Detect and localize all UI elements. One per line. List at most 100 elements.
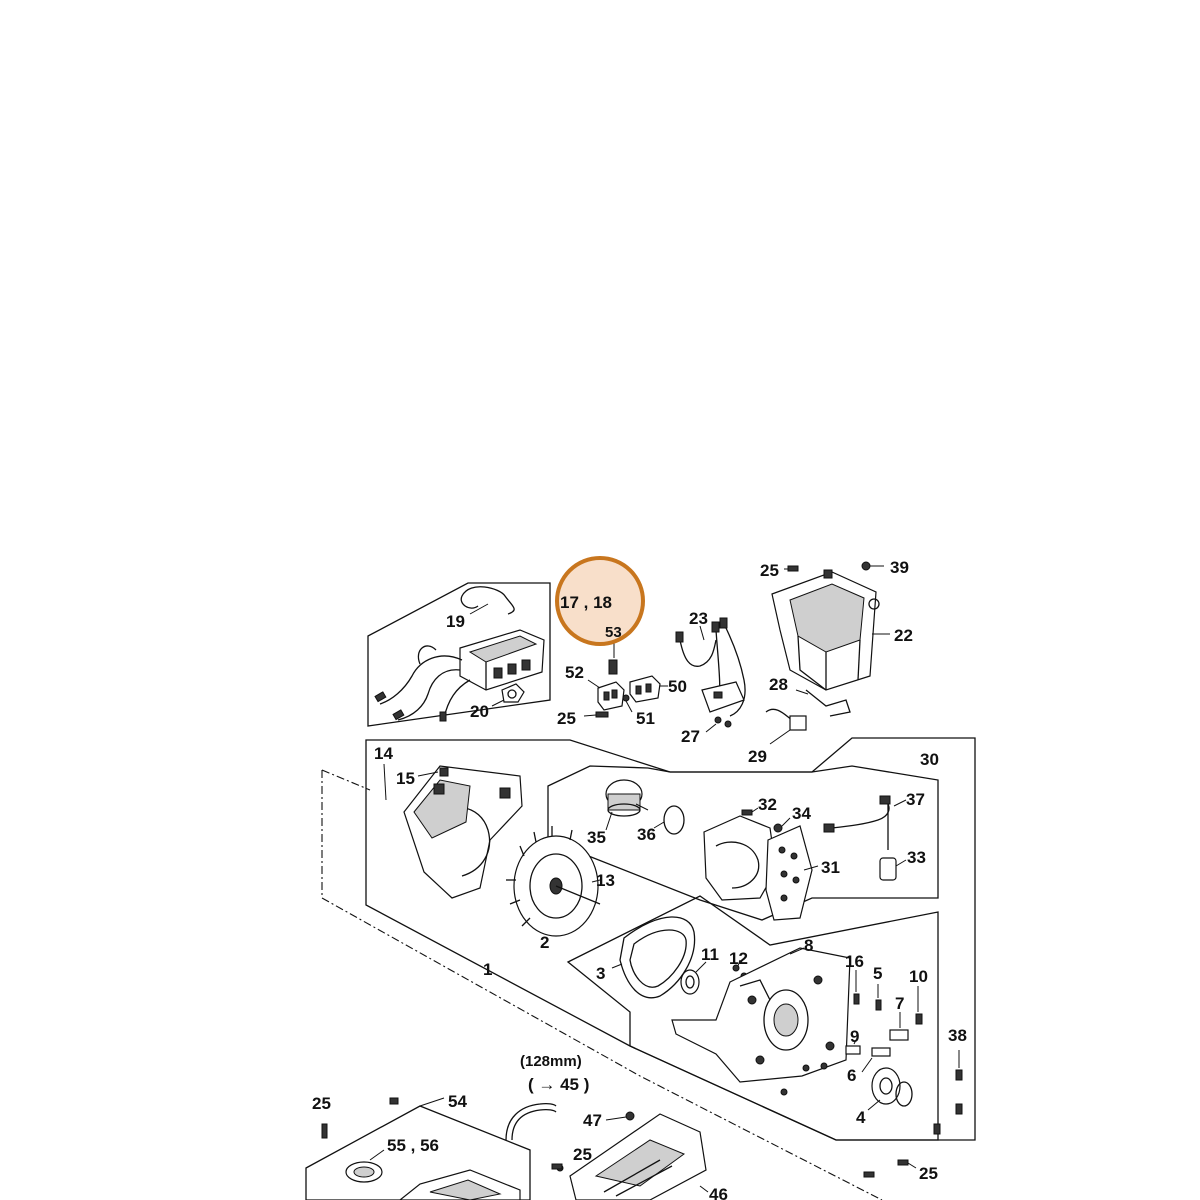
part-28-throttle-lever bbox=[795, 689, 851, 717]
part-25-screw-a bbox=[583, 711, 609, 718]
part-27-screws bbox=[705, 716, 732, 733]
part-51-screw bbox=[622, 694, 633, 713]
part-16-screw bbox=[853, 970, 860, 1005]
part-36-oring bbox=[635, 803, 685, 835]
part-screws-misc bbox=[780, 1062, 828, 1096]
callout-33: 33 bbox=[907, 848, 926, 867]
part-15-clip bbox=[417, 767, 449, 777]
callout-16: 16 bbox=[845, 952, 864, 971]
part-3-gasket bbox=[611, 916, 696, 999]
callout-25-e: 25 bbox=[919, 1164, 938, 1183]
callout-53: 53 bbox=[605, 624, 622, 641]
part-6-spacer bbox=[861, 1047, 891, 1073]
callout-11: 11 bbox=[701, 945, 719, 964]
callout-20: 20 bbox=[470, 702, 489, 721]
callout-23: 23 bbox=[689, 609, 708, 628]
callout-46: 46 bbox=[709, 1185, 728, 1200]
frame-group-54 bbox=[305, 1105, 531, 1200]
part-25-screw-e bbox=[863, 1159, 917, 1178]
part-13-flywheel bbox=[506, 826, 601, 937]
callout-9: 9 bbox=[850, 1027, 859, 1046]
part-4-bearing bbox=[867, 1067, 913, 1111]
callout-2: 2 bbox=[540, 933, 549, 952]
callout-15: 15 bbox=[396, 769, 415, 788]
part-55-56-cover bbox=[345, 1149, 385, 1183]
callout-25-d: 25 bbox=[573, 1145, 592, 1164]
part-ignition-module bbox=[374, 629, 545, 722]
part-10-screw bbox=[915, 986, 923, 1025]
frame-group-2 bbox=[566, 895, 939, 1141]
callout-30: 30 bbox=[920, 750, 939, 769]
callout-19: 19 bbox=[446, 612, 465, 631]
part-9-pin bbox=[845, 1039, 861, 1055]
callout-36: 36 bbox=[637, 825, 656, 844]
callout-39: 39 bbox=[890, 558, 909, 577]
part-25-screw-d bbox=[551, 1163, 563, 1170]
part-52-switch bbox=[587, 679, 625, 711]
callout-13: 13 bbox=[596, 871, 615, 890]
part-31-tank-housing bbox=[703, 815, 819, 921]
callout-8: 8 bbox=[804, 936, 813, 955]
part-29-sensor-cable bbox=[765, 708, 807, 745]
callout-31: 31 bbox=[821, 858, 840, 877]
highlight-circle[interactable] bbox=[555, 556, 645, 646]
part-32-bolt bbox=[741, 807, 759, 816]
callout-10: 10 bbox=[909, 967, 928, 986]
callout-12: 12 bbox=[729, 949, 748, 968]
callout-47: 47 bbox=[583, 1111, 602, 1130]
callout-128mm: (128mm) bbox=[520, 1053, 582, 1070]
callout-6: 6 bbox=[847, 1066, 856, 1085]
part-38-screws bbox=[933, 1050, 963, 1135]
frame-dashed-outline bbox=[321, 770, 883, 1200]
part-53-spring bbox=[608, 642, 618, 675]
callout-25-b: 25 bbox=[760, 561, 779, 580]
part-11-seal bbox=[680, 961, 707, 995]
callout-32: 32 bbox=[758, 795, 777, 814]
callout-37: 37 bbox=[906, 790, 925, 809]
callout-25-a: 25 bbox=[557, 709, 576, 728]
part-33-filter bbox=[879, 857, 907, 881]
callout-28: 28 bbox=[769, 675, 788, 694]
part-23-wiring bbox=[675, 617, 746, 717]
part-crankcase bbox=[671, 947, 851, 1083]
part-25-screw-c bbox=[321, 1123, 328, 1139]
part-45-fuel-line bbox=[505, 1102, 557, 1141]
callout-22: 22 bbox=[894, 626, 913, 645]
part-14-fan-housing bbox=[383, 763, 523, 899]
callout-3: 3 bbox=[596, 964, 605, 983]
part-bottom-housing-left bbox=[399, 1169, 521, 1200]
frame-group-1 bbox=[365, 737, 976, 1141]
part-39-screw bbox=[861, 561, 884, 571]
callout-55-56: 55 , 56 bbox=[387, 1136, 439, 1155]
part-50-contact bbox=[629, 675, 668, 703]
part-25-screw-b bbox=[784, 565, 799, 572]
part-19-wire-loop bbox=[460, 586, 515, 615]
callout-27: 27 bbox=[681, 727, 700, 746]
callout-38: 38 bbox=[948, 1026, 967, 1045]
callout-45: ( → 45 ) bbox=[528, 1075, 589, 1094]
callout-54: 54 bbox=[448, 1092, 467, 1111]
part-47-screw bbox=[605, 1111, 635, 1121]
part-7-pin bbox=[889, 1012, 909, 1041]
callout-25-c: 25 bbox=[312, 1094, 331, 1113]
part-22-handle-housing bbox=[771, 569, 890, 691]
callout-29: 29 bbox=[748, 747, 767, 766]
part-46-bottom-housing bbox=[556, 1113, 709, 1200]
callout-4: 4 bbox=[856, 1108, 866, 1127]
part-37-fuel-hose bbox=[823, 795, 907, 850]
callout-52: 52 bbox=[565, 663, 584, 682]
callout-5: 5 bbox=[873, 964, 882, 983]
part-5-screw bbox=[875, 984, 882, 1011]
part-35-fuel-cap bbox=[605, 779, 643, 831]
part-34-nut bbox=[773, 817, 791, 833]
frame-group-30 bbox=[547, 765, 939, 921]
callout-50: 50 bbox=[668, 677, 687, 696]
frame-dashed-top bbox=[321, 769, 371, 791]
part-20-grommet bbox=[491, 683, 525, 707]
callout-7: 7 bbox=[895, 994, 904, 1013]
callout-17-18: 17 , 18 bbox=[560, 593, 612, 612]
callout-35: 35 bbox=[587, 828, 606, 847]
frame-group-19-20 bbox=[367, 582, 551, 727]
callout-1: 1 bbox=[483, 960, 492, 979]
